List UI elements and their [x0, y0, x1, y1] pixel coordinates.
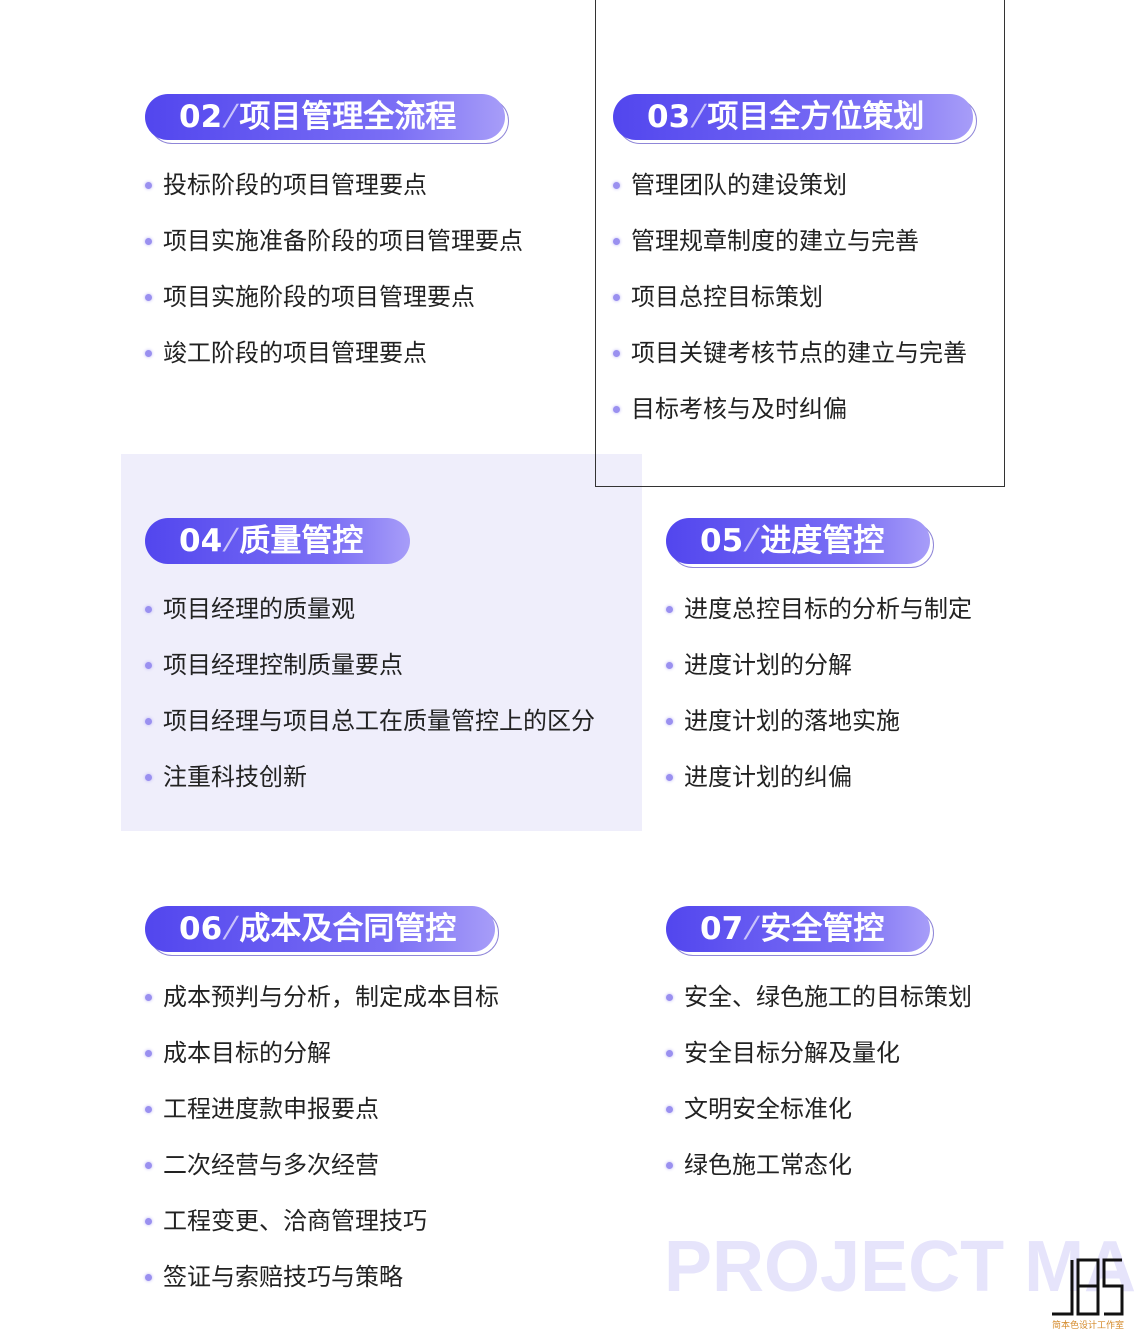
list-item: 二次经营与多次经营 [145, 1142, 499, 1198]
section-number: 02 [179, 99, 223, 135]
separator: ⁄ [749, 911, 755, 947]
list-item: 进度总控目标的分析与制定 [666, 586, 972, 642]
item-list: 投标阶段的项目管理要点项目实施准备阶段的项目管理要点项目实施阶段的项目管理要点竣… [145, 162, 523, 386]
section-03: 03⁄项目全方位策划管理团队的建设策划管理规章制度的建立与完善项目总控目标策划项… [613, 94, 977, 442]
logo-caption: 简本色设计工作室 [1052, 1321, 1125, 1331]
section-title: 进度管控 [760, 523, 885, 559]
section-title-pill: 07⁄安全管控 [666, 906, 934, 956]
list-item: 目标考核与及时纠偏 [613, 386, 973, 442]
separator: ⁄ [228, 99, 234, 135]
separator: ⁄ [228, 911, 234, 947]
outline-frame [595, 0, 1005, 487]
list-item: 成本目标的分解 [145, 1030, 499, 1086]
item-list: 安全、绿色施工的目标策划安全目标分解及量化文明安全标准化绿色施工常态化 [666, 974, 972, 1198]
list-item: 管理规章制度的建立与完善 [613, 218, 973, 274]
list-item: 管理团队的建设策划 [613, 162, 973, 218]
section-02: 02⁄项目管理全流程投标阶段的项目管理要点项目实施准备阶段的项目管理要点项目实施… [145, 94, 523, 386]
item-list: 管理团队的建设策划管理规章制度的建立与完善项目总控目标策划项目关键考核节点的建立… [613, 162, 973, 442]
section-number: 05 [700, 523, 744, 559]
section-title: 质量管控 [239, 523, 364, 559]
list-item: 进度计划的纠偏 [666, 754, 972, 810]
section-number: 07 [700, 911, 744, 947]
list-item: 项目实施准备阶段的项目管理要点 [145, 218, 523, 274]
list-item: 项目关键考核节点的建立与完善 [613, 330, 973, 386]
item-list: 项目经理的质量观项目经理控制质量要点项目经理与项目总工在质量管控上的区分注重科技… [145, 586, 595, 810]
list-item: 安全目标分解及量化 [666, 1030, 972, 1086]
section-number: 04 [179, 523, 223, 559]
list-item: 投标阶段的项目管理要点 [145, 162, 523, 218]
list-item: 项目经理与项目总工在质量管控上的区分 [145, 698, 595, 754]
separator: ⁄ [696, 99, 702, 135]
list-item: 工程进度款申报要点 [145, 1086, 499, 1142]
section-title: 项目管理全流程 [239, 99, 457, 135]
section-title-pill: 02⁄项目管理全流程 [145, 94, 509, 144]
list-item: 进度计划的分解 [666, 642, 972, 698]
list-item: 绿色施工常态化 [666, 1142, 972, 1198]
section-title: 成本及合同管控 [239, 911, 457, 947]
list-item: 进度计划的落地实施 [666, 698, 972, 754]
section-title-pill: 06⁄成本及合同管控 [145, 906, 499, 956]
separator: ⁄ [228, 523, 234, 559]
list-item: 注重科技创新 [145, 754, 595, 810]
item-list: 进度总控目标的分析与制定进度计划的分解进度计划的落地实施进度计划的纠偏 [666, 586, 972, 810]
section-number: 03 [647, 99, 691, 135]
list-item: 签证与索赔技巧与策略 [145, 1254, 499, 1310]
list-item: 成本预判与分析，制定成本目标 [145, 974, 499, 1030]
list-item: 安全、绿色施工的目标策划 [666, 974, 972, 1030]
list-item: 项目总控目标策划 [613, 274, 973, 330]
section-title-pill: 04⁄质量管控 [145, 518, 414, 568]
list-item: 项目经理控制质量要点 [145, 642, 595, 698]
section-05: 05⁄进度管控进度总控目标的分析与制定进度计划的分解进度计划的落地实施进度计划的… [666, 518, 972, 810]
watermark: PROJECT MA [664, 1227, 1137, 1307]
section-07: 07⁄安全管控安全、绿色施工的目标策划安全目标分解及量化文明安全标准化绿色施工常… [666, 906, 972, 1198]
list-item: 项目实施阶段的项目管理要点 [145, 274, 523, 330]
list-item: 工程变更、洽商管理技巧 [145, 1198, 499, 1254]
list-item: 竣工阶段的项目管理要点 [145, 330, 523, 386]
section-04: 04⁄质量管控项目经理的质量观项目经理控制质量要点项目经理与项目总工在质量管控上… [145, 518, 595, 810]
section-number: 06 [179, 911, 223, 947]
logo [1052, 1258, 1124, 1316]
separator: ⁄ [749, 523, 755, 559]
list-item: 文明安全标准化 [666, 1086, 972, 1142]
section-title: 项目全方位策划 [707, 99, 925, 135]
section-title: 安全管控 [760, 911, 885, 947]
list-item: 项目经理的质量观 [145, 586, 595, 642]
section-title-pill: 05⁄进度管控 [666, 518, 934, 568]
section-title-pill: 03⁄项目全方位策划 [613, 94, 977, 144]
highlight-panel [121, 454, 642, 831]
item-list: 成本预判与分析，制定成本目标成本目标的分解工程进度款申报要点二次经营与多次经营工… [145, 974, 499, 1310]
section-06: 06⁄成本及合同管控成本预判与分析，制定成本目标成本目标的分解工程进度款申报要点… [145, 906, 499, 1310]
